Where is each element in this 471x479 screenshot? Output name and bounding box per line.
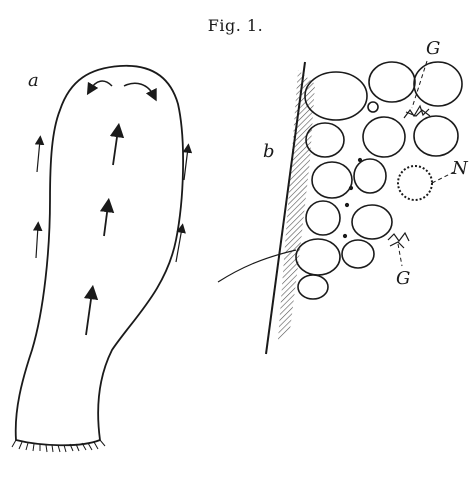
grain [312, 162, 352, 198]
curved-arrow-right [124, 83, 154, 96]
grain [352, 205, 392, 239]
arrow-left-upper [37, 140, 40, 172]
arrow-inner-1 [113, 130, 118, 165]
panel-a-flow-arrows [36, 130, 188, 335]
granule-dot [344, 235, 347, 238]
grain [342, 240, 374, 268]
arrow-left-lower [36, 226, 38, 258]
label-granule-top: G [426, 40, 440, 58]
grain [298, 275, 328, 299]
grain [414, 62, 462, 106]
leader-N [432, 172, 454, 183]
cell-outline [16, 66, 183, 445]
panel-a-curved-arrows [90, 81, 154, 96]
panel-a-label: a [28, 72, 39, 90]
granule-dot [346, 204, 349, 207]
grain [354, 159, 386, 193]
panel-a-cell [12, 66, 183, 452]
grain [296, 239, 340, 275]
panel-b-wall [218, 62, 315, 354]
arrow-inner-2 [104, 205, 108, 236]
label-nucleus: N [452, 160, 468, 178]
grain [305, 72, 367, 120]
granule-dot [359, 159, 362, 162]
arrow-right-upper [184, 148, 188, 180]
label-granule-bottom: G [396, 270, 410, 288]
grain [368, 102, 378, 112]
granule-dot [350, 187, 353, 190]
curved-arrow-left [90, 81, 112, 90]
grain [369, 62, 415, 102]
grain [306, 123, 344, 157]
arrow-inner-3 [86, 292, 92, 335]
granule-cluster-top [404, 106, 430, 118]
leader-G-bottom [398, 244, 402, 266]
grain [414, 116, 458, 156]
panel-b-label: b [263, 143, 275, 161]
panel-b-grains [296, 62, 462, 299]
grain [306, 201, 340, 235]
grain [363, 117, 405, 157]
nucleus [398, 166, 432, 200]
